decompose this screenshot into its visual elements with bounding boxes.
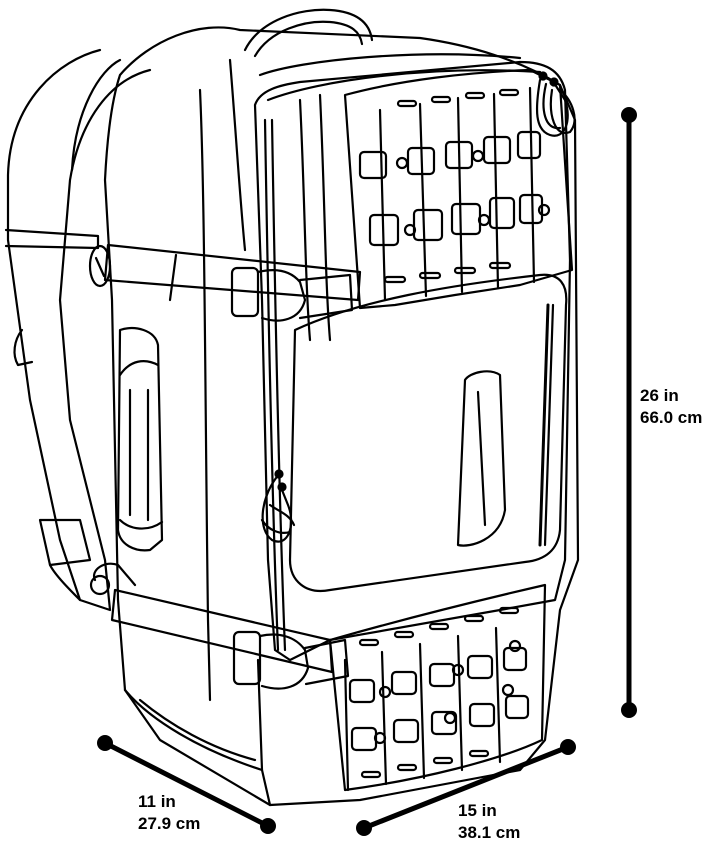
- width-dimension-label: 15 in 38.1 cm: [458, 800, 520, 844]
- main-body-outline: [103, 26, 580, 807]
- upper-molle-slots: [358, 86, 551, 302]
- width-imperial: 15 in: [458, 801, 497, 820]
- shoulder-strap: [4, 48, 152, 612]
- width-metric: 38.1 cm: [458, 823, 521, 842]
- depth-metric: 27.9 cm: [138, 814, 201, 833]
- front-pocket: [288, 273, 568, 593]
- depth-dimension-line: [97, 735, 276, 834]
- top-zipper-pulls: [535, 71, 576, 137]
- side-zipper-pulls: [260, 469, 296, 543]
- height-dimension-label: 26 in 66.0 cm: [640, 385, 702, 429]
- height-imperial: 26 in: [640, 386, 679, 405]
- height-metric: 66.0 cm: [640, 408, 703, 427]
- lower-compression-strap: [89, 562, 350, 690]
- upper-molle-panel: [343, 68, 574, 310]
- base-edge: [123, 658, 272, 807]
- depth-imperial: 11 in: [138, 792, 176, 811]
- side-grab-handle: [116, 327, 164, 552]
- lower-molle-panel: [328, 583, 547, 792]
- upper-compression-strap: [88, 243, 362, 322]
- lower-molle-slots: [343, 606, 530, 792]
- depth-dimension-label: 11 in 27.9 cm: [138, 791, 200, 835]
- width-dimension-line: [356, 739, 576, 836]
- height-dimension-line: [621, 107, 637, 718]
- front-panel: [253, 60, 572, 662]
